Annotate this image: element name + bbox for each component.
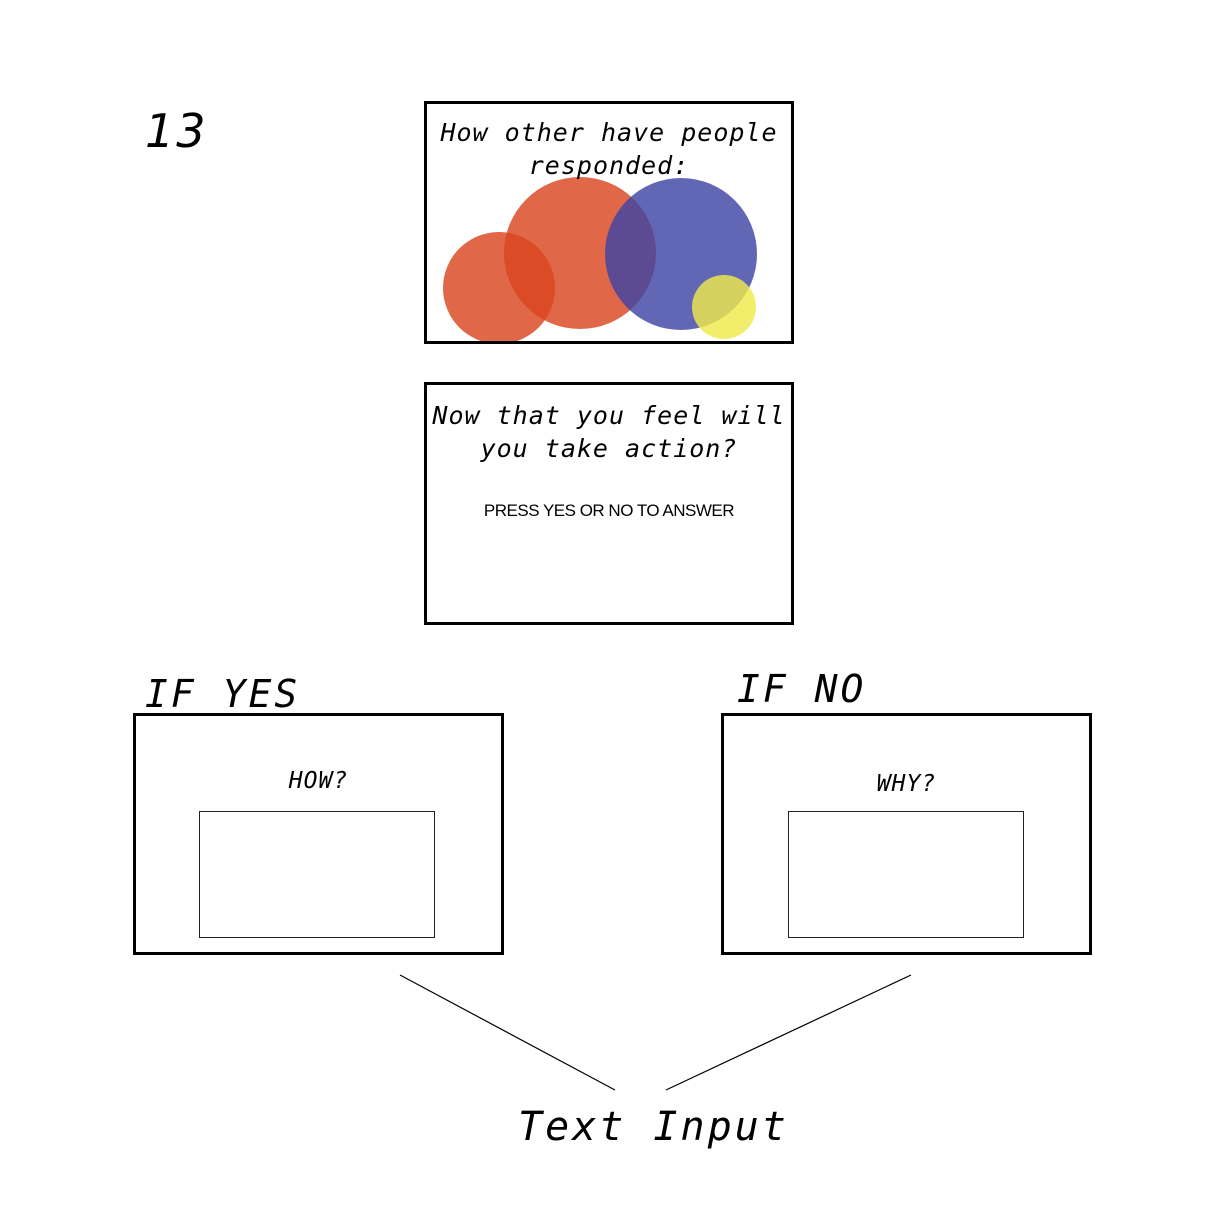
text-input-annotation: Text Input bbox=[518, 1104, 789, 1150]
results-title: How other have people responded: bbox=[440, 118, 778, 180]
no-branch-label: IF NO bbox=[737, 667, 867, 711]
question-title: Now that you feel will you take action? bbox=[432, 401, 786, 463]
yes-panel: HOW? bbox=[133, 713, 504, 955]
results-panel: How other have people responded: bbox=[424, 101, 794, 344]
connector-line-yes bbox=[399, 974, 616, 1091]
connector-line-no bbox=[665, 974, 912, 1091]
yes-branch-label: IF YES bbox=[145, 672, 301, 716]
no-panel: WHY? bbox=[721, 713, 1092, 955]
answer-instruction: PRESS YES OR NO TO ANSWER bbox=[483, 501, 735, 520]
page-number: 13 bbox=[145, 104, 208, 158]
why-text-input[interactable] bbox=[788, 811, 1024, 938]
how-prompt: HOW? bbox=[288, 768, 349, 794]
how-text-input[interactable] bbox=[199, 811, 435, 938]
bubble-yellow bbox=[692, 275, 756, 339]
response-bubbles bbox=[443, 177, 757, 341]
why-prompt: WHY? bbox=[876, 771, 937, 797]
question-panel: Now that you feel will you take action? … bbox=[424, 382, 794, 625]
